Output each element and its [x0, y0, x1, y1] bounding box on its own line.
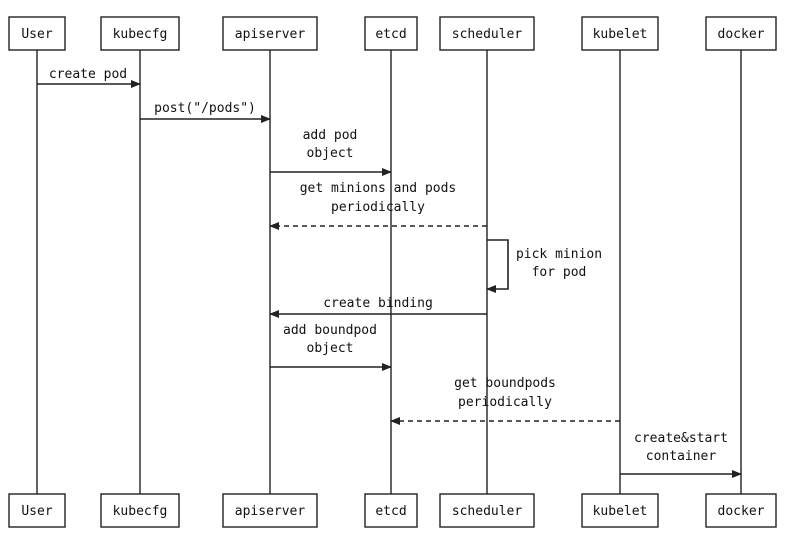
participant-label: apiserver [235, 27, 306, 42]
participant-user-top: User [8, 16, 66, 51]
message-label: get minions and pods [300, 181, 457, 196]
message-label: pick minion [516, 247, 602, 262]
participant-scheduler-bottom: scheduler [439, 493, 535, 528]
participant-label: kubelet [593, 27, 648, 42]
message-label: periodically [331, 200, 425, 215]
participant-scheduler-top: scheduler [439, 16, 535, 51]
participants-bottom: User kubecfg apiserver etcd scheduler ku… [8, 493, 777, 528]
participant-label: etcd [375, 27, 406, 42]
participant-label: docker [718, 27, 765, 42]
message-create-binding: create binding [269, 296, 487, 318]
participant-label: kubecfg [113, 27, 168, 42]
message-add-pod-object: add pod object [270, 128, 392, 176]
participant-docker-bottom: docker [705, 493, 777, 528]
participant-kubelet-bottom: kubelet [581, 493, 659, 528]
participant-docker-top: docker [705, 16, 777, 51]
message-create-pod: create pod [37, 67, 141, 88]
participant-etcd-top: etcd [364, 16, 418, 51]
message-get-minions-and-pods: get minions and pods periodically [269, 181, 487, 230]
message-label: add pod [303, 128, 358, 143]
message-label: get boundpods [454, 376, 556, 391]
participant-kubecfg-top: kubecfg [100, 16, 180, 51]
message-get-boundpods: get boundpods periodically [390, 376, 620, 425]
lifelines [36, 50, 742, 494]
participant-label: User [21, 504, 52, 519]
messages: create pod post("/pods") add pod object … [37, 67, 742, 478]
participant-label: apiserver [235, 504, 306, 519]
participant-label: kubecfg [113, 504, 168, 519]
participant-apiserver-top: apiserver [222, 16, 318, 51]
participant-label: etcd [375, 504, 406, 519]
message-label: add boundpod [283, 323, 377, 338]
participant-label: docker [718, 504, 765, 519]
participant-user-bottom: User [8, 493, 66, 528]
message-label: periodically [458, 395, 552, 410]
message-label: object [307, 341, 354, 356]
message-label: container [646, 449, 717, 464]
message-label: create&start [634, 431, 728, 446]
participant-kubelet-top: kubelet [581, 16, 659, 51]
message-pick-minion: pick minion for pod [486, 239, 602, 293]
participant-label: scheduler [452, 27, 523, 42]
participant-apiserver-bottom: apiserver [222, 493, 318, 528]
message-create-start-container: create&start container [620, 431, 742, 478]
message-label: create pod [49, 67, 127, 82]
message-label: object [307, 146, 354, 161]
participant-etcd-bottom: etcd [364, 493, 418, 528]
message-label: post("/pods") [154, 101, 256, 116]
message-post-pods: post("/pods") [140, 101, 271, 123]
participant-label: User [21, 27, 52, 42]
participant-label: scheduler [452, 504, 523, 519]
message-label: create binding [323, 296, 433, 311]
participants-top: User kubecfg apiserver etcd scheduler ku… [8, 16, 777, 51]
participant-kubecfg-bottom: kubecfg [100, 493, 180, 528]
message-label: for pod [532, 265, 587, 280]
participant-label: kubelet [593, 504, 648, 519]
self-loop-arrow [486, 239, 509, 293]
message-add-boundpod-object: add boundpod object [270, 323, 392, 371]
